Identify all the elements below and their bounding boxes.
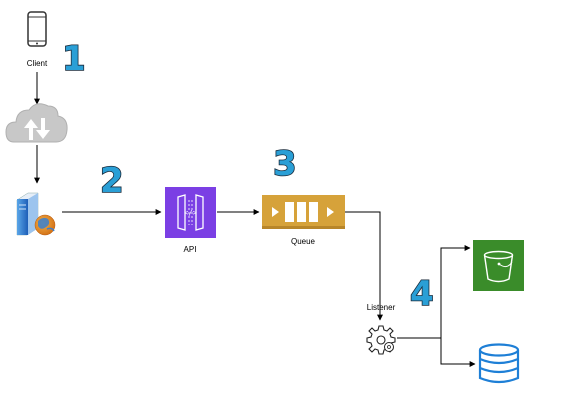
listener-label: Listener <box>367 303 396 312</box>
api-gateway-icon: </> <box>165 187 216 238</box>
connector-listener-database <box>440 338 476 367</box>
gear-icon <box>366 325 396 355</box>
connector-queue-listener <box>345 211 383 321</box>
mobile-phone-icon <box>27 11 47 47</box>
connector-listener-bucket <box>397 245 471 339</box>
web-server-icon <box>16 192 56 236</box>
s3-bucket-icon <box>473 240 524 291</box>
api-label: API <box>184 245 197 254</box>
svg-text:</>: </> <box>184 209 197 217</box>
connectors <box>34 72 476 367</box>
message-queue-icon <box>262 195 345 229</box>
queue-label: Queue <box>291 237 316 246</box>
database-icon <box>478 343 520 384</box>
cloud-upload-download-icon <box>5 103 68 143</box>
step-number-2: 2 <box>100 161 124 201</box>
step-number-4: 4 <box>410 274 434 314</box>
step-number-1: 1 <box>62 39 86 79</box>
step-number-3: 3 <box>273 144 297 184</box>
client-label: Client <box>27 59 48 68</box>
